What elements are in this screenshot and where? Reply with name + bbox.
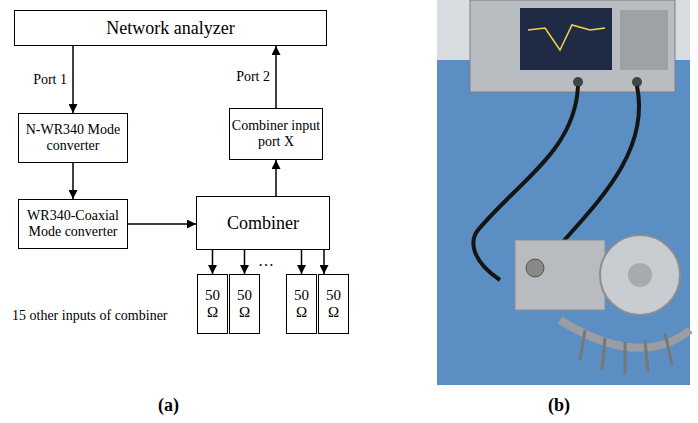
load-box: 50 Ω <box>318 274 349 334</box>
port-label: Port 1 <box>33 72 67 87</box>
panel-label: (b) <box>548 396 570 416</box>
analyzer-box: Network analyzer <box>14 10 327 46</box>
arrow-connector <box>72 163 74 199</box>
converter-box: N-WR340 Mode converter <box>18 113 128 163</box>
text-group: N-WR340 Mode converter <box>19 122 127 154</box>
text-group: Combiner input port X <box>230 118 322 150</box>
node-text: 50 Ω <box>319 287 348 322</box>
text-group: 50 Ω <box>230 287 259 322</box>
load-box: 50 Ω <box>286 274 317 334</box>
node-text: 50 Ω <box>230 287 259 322</box>
arrow-connector <box>301 250 303 274</box>
panel-label: (a) <box>158 396 179 416</box>
load-box: 50 Ω <box>229 274 260 334</box>
node-text: 50 Ω <box>287 287 316 322</box>
text-group: 50 Ω <box>287 287 316 322</box>
text-group: 50 Ω <box>198 287 227 322</box>
arrow-connector <box>72 46 74 113</box>
ellipsis-label: … <box>258 252 274 270</box>
arrow-connector <box>244 250 246 274</box>
arrow-connector <box>275 46 277 108</box>
node-text: Network analyzer <box>106 18 234 39</box>
converter-box: WR340-Coaxial Mode converter <box>18 199 128 249</box>
node-text: Combiner input port X <box>230 118 322 150</box>
load-box: 50 Ω <box>197 274 228 334</box>
node-text: Combiner <box>227 213 299 234</box>
arrow-connector <box>128 223 196 225</box>
note-label: 15 other inputs of combiner <box>12 308 168 323</box>
node-text: N-WR340 Mode converter <box>19 122 127 154</box>
arrow-connector <box>275 160 277 196</box>
text-group: WR340-Coaxial Mode converter <box>19 208 127 240</box>
node-text: WR340-Coaxial Mode converter <box>19 208 127 240</box>
combiner-box: Combiner <box>196 196 330 250</box>
text-group: Network analyzer <box>106 18 234 39</box>
node-text: 50 Ω <box>198 287 227 322</box>
arrow-connector <box>323 250 325 274</box>
text-group: Combiner <box>227 213 299 234</box>
text-group: 50 Ω <box>319 287 348 322</box>
arrow-connector <box>212 250 214 274</box>
port-label: Port 2 <box>236 69 270 84</box>
port-box: Combiner input port X <box>229 108 323 160</box>
